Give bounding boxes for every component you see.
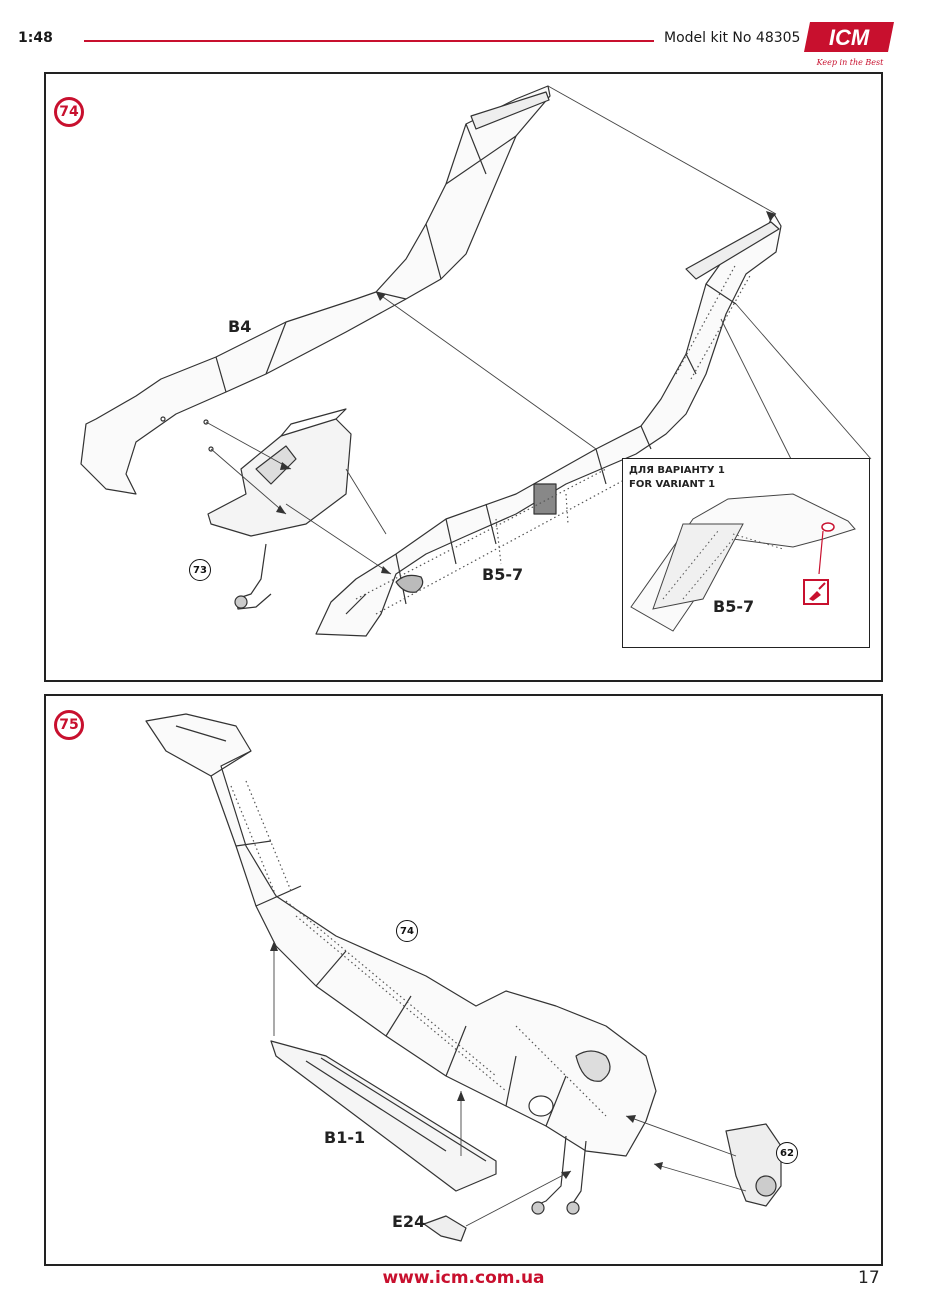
part-b4-drawing	[80, 85, 551, 495]
step-74-panel: 74 B4 B5-7 73 ДЛЯ ВАРІАНТУ 1 FOR VARIANT…	[44, 72, 883, 682]
inset-drawing	[630, 493, 856, 632]
step-75-drawing	[145, 713, 782, 1242]
step-74-badge: 74	[54, 97, 84, 127]
label-b5-7: B5-7	[482, 565, 524, 584]
step-74-drawing	[80, 85, 872, 637]
step-75-panel: 75 74 62 B1-1 E24	[44, 694, 883, 1266]
subassembly-62-badge: 62	[776, 1142, 798, 1164]
part-b5-7-drawing	[315, 213, 782, 637]
subassembly-73-badge: 73	[189, 559, 211, 581]
drill-icon	[803, 579, 829, 605]
svg-text:ICM: ICM	[829, 25, 870, 50]
subassembly-73-drawing	[207, 408, 352, 610]
svg-text:Keep in the Best: Keep in the Best	[816, 58, 885, 67]
icm-logo: ICM Keep in the Best	[804, 22, 894, 67]
footer-url[interactable]: www.icm.com.ua	[382, 1268, 545, 1288]
step-75-badge: 75	[54, 710, 84, 740]
header-rule	[84, 40, 654, 42]
label-b1-1: B1-1	[324, 1128, 366, 1147]
variant-1-inset: ДЛЯ ВАРІАНТУ 1 FOR VARIANT 1 B5-7	[622, 458, 870, 648]
scale-label: 1:48	[18, 30, 53, 46]
inset-title-ua: ДЛЯ ВАРІАНТУ 1	[629, 465, 725, 476]
kit-number-label: Model kit No 48305	[664, 30, 801, 46]
label-b4: B4	[228, 317, 252, 336]
inset-label-b5-7: B5-7	[713, 597, 755, 616]
assembly-arrows	[205, 85, 872, 575]
page-number: 17	[858, 1268, 880, 1288]
subassembly-74-badge: 74	[396, 920, 418, 942]
inset-title-en: FOR VARIANT 1	[629, 479, 716, 490]
label-e24: E24	[392, 1212, 426, 1231]
